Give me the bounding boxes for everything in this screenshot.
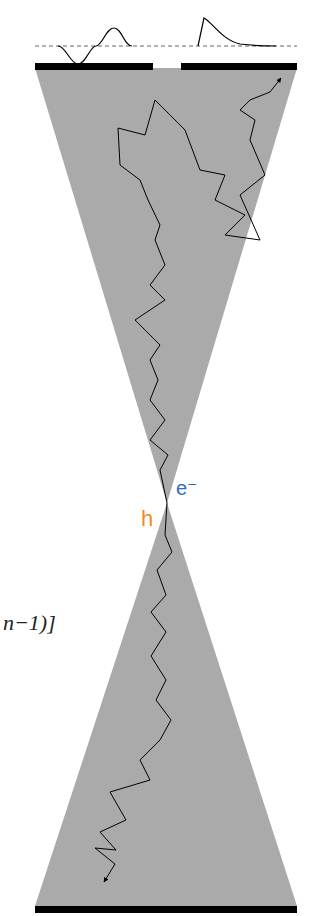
- unipolar-signal: [198, 18, 276, 46]
- bipolar-signal: [58, 28, 132, 64]
- electron-path: [118, 78, 281, 503]
- bottom-electrode: [35, 906, 297, 913]
- lower-cone: [35, 503, 297, 906]
- left-electrode: [35, 63, 153, 70]
- upper-cone: [35, 68, 297, 503]
- formula-fragment: n−1)]: [3, 612, 56, 634]
- hole-path: [95, 503, 172, 882]
- right-electrode: [181, 63, 297, 70]
- hole-label: h: [141, 508, 153, 530]
- electron-label: e⁻: [176, 478, 198, 498]
